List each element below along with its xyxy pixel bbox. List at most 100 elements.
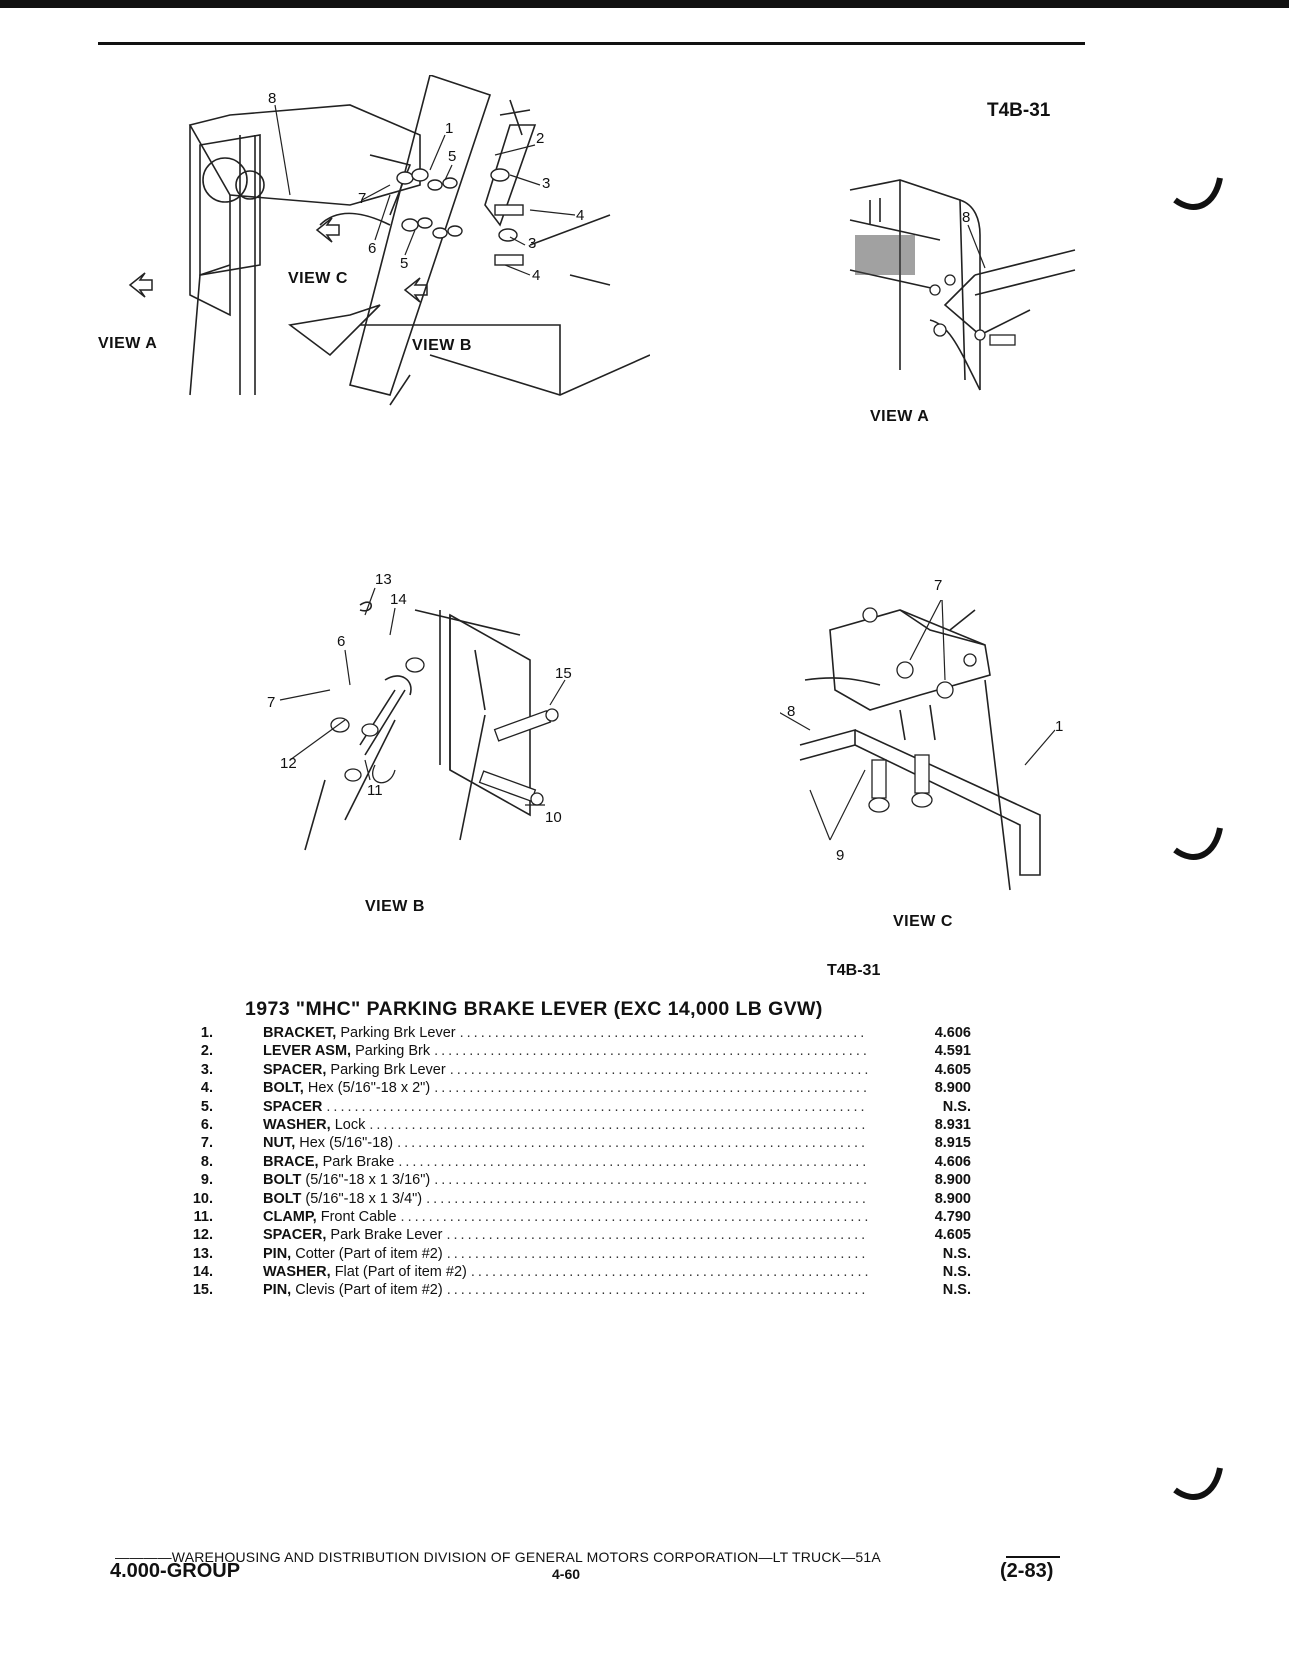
item-number: 1. <box>200 1025 213 1041</box>
leader-dots: ........................................… <box>446 1227 868 1244</box>
page-number: 4-60 <box>552 1566 581 1582</box>
part-name: SPACER <box>263 1098 323 1115</box>
leader-dots: ........................................… <box>400 1208 868 1225</box>
figure-ref-top: T4B-31 <box>987 100 1051 121</box>
item-number: 12. <box>192 1227 213 1244</box>
part-name: BRACE, <box>263 1153 319 1170</box>
item-number: 13. <box>192 1245 213 1262</box>
leader-dots: ........................................… <box>369 1116 868 1133</box>
group-number: 8.900 <box>934 1172 971 1189</box>
callout-2: 2 <box>536 130 544 147</box>
main-illustration: 8 1 2 5 3 4 7 6 3 5 4 <box>128 75 650 406</box>
group-number: 8.900 <box>934 1080 971 1097</box>
part-desc: Flat (Part of item #2) <box>330 1264 467 1281</box>
list-item: 3. SPACER, Parking Brk Lever ............… <box>175 1061 971 1079</box>
view-b-callout-10: 10 <box>545 809 562 826</box>
callout-8: 8 <box>268 90 276 107</box>
group-number: 4.591 <box>934 1043 971 1060</box>
item-number: 14. <box>192 1264 213 1281</box>
list-item: 9.BOLT (5/16"-18 x 1 3/16") ............… <box>175 1171 971 1189</box>
item-number: 4. <box>200 1080 213 1097</box>
list-item: 6.WASHER, Lock .........................… <box>175 1116 971 1134</box>
footer-date: (2-83) <box>1000 1560 1054 1582</box>
view-c-callout-8: 8 <box>787 703 796 720</box>
main-view-c-label: VIEW C <box>288 270 348 288</box>
part-name: SPACER, <box>263 1061 327 1078</box>
footer-rule <box>1006 1556 1060 1558</box>
list-item: 14. WASHER, Flat (Part of item #2) ......… <box>175 1263 971 1281</box>
view-a-callout-8: 8 <box>962 209 970 226</box>
part-desc: Lock <box>330 1116 366 1133</box>
view-b-callout-11: 11 <box>367 782 383 799</box>
part-name: LEVER ASM, <box>263 1043 352 1060</box>
list-item: 10.BOLT (5/16"-18 x 1 3/4") ............… <box>175 1190 971 1208</box>
part-name: BOLT <box>263 1172 302 1189</box>
leader-dots: ........................................… <box>446 1282 868 1299</box>
leader-dots: ........................................… <box>434 1172 868 1189</box>
view-b-callout-14: 14 <box>390 591 407 608</box>
leader-dots: ........................................… <box>426 1190 868 1207</box>
item-number: 8. <box>200 1153 213 1170</box>
main-view-b-label: VIEW B <box>412 337 472 354</box>
part-name: PIN, <box>263 1245 292 1262</box>
item-number: 7. <box>200 1135 213 1152</box>
part-name: PIN, <box>263 1282 292 1299</box>
list-item: 2.LEVER ASM, Parking Brk ...............… <box>175 1042 971 1060</box>
view-b-callout-13: 13 <box>375 571 392 588</box>
callout-1: 1 <box>445 120 453 137</box>
callout-6: 6 <box>368 240 376 257</box>
view-c-label: VIEW C <box>893 913 953 930</box>
view-a-illustration: 8 <box>849 179 1076 391</box>
part-name: BOLT <box>263 1190 302 1207</box>
group-number: N.S. <box>942 1098 971 1115</box>
list-item: 8. BRACE, Park Brake ....................… <box>175 1153 971 1171</box>
view-b-illustration: 13 14 6 15 7 12 11 10 <box>267 571 572 851</box>
view-a-label: VIEW A <box>870 408 930 425</box>
group-number: 4.606 <box>934 1153 971 1170</box>
item-number: 3. <box>200 1061 213 1078</box>
callout-5b: 5 <box>400 255 408 272</box>
part-desc: Park Brake <box>318 1153 395 1170</box>
part-name: BRACKET, <box>263 1025 337 1041</box>
part-name: WASHER, <box>263 1264 331 1281</box>
list-item: 5.SPACER ...............................… <box>175 1098 971 1116</box>
part-desc: Parking Brk Lever <box>336 1025 456 1041</box>
binder-hook-mark <box>1173 1467 1223 1500</box>
group-number: 4.606 <box>934 1025 971 1041</box>
view-c-illustration <box>780 600 1056 891</box>
part-name: WASHER, <box>263 1116 331 1133</box>
view-b-callout-7: 7 <box>267 694 275 711</box>
group-number: 4.605 <box>934 1227 971 1244</box>
callout-7: 7 <box>358 190 366 207</box>
group-number: 4.790 <box>934 1208 971 1225</box>
leader-dots: ........................................… <box>449 1061 868 1078</box>
leader-dots: ........................................… <box>446 1245 868 1262</box>
group-number: N.S. <box>942 1245 971 1262</box>
footer-division: ————WAREHOUSING AND DISTRIBUTION DIVISIO… <box>115 1549 881 1565</box>
group-number: 8.900 <box>934 1190 971 1207</box>
item-number: 15. <box>192 1282 213 1299</box>
callout-4: 4 <box>576 207 584 224</box>
header-rule <box>98 42 1085 45</box>
part-desc: Hex (5/16"-18) <box>295 1135 394 1152</box>
part-name: SPACER, <box>263 1227 327 1244</box>
leader-dots: ........................................… <box>398 1153 868 1170</box>
list-item: 15.PIN, Clevis (Part of item #2) .......… <box>175 1281 971 1299</box>
part-desc: (5/16"-18 x 1 3/4") <box>301 1190 423 1207</box>
list-item: 13. PIN, Cotter (Part of item #2) .......… <box>175 1245 971 1263</box>
leader-dots: ........................................… <box>434 1080 868 1097</box>
item-number: 9. <box>200 1172 213 1189</box>
view-c-callout-9: 9 <box>836 847 845 864</box>
part-desc: Cotter (Part of item #2) <box>291 1245 443 1262</box>
view-b-label: VIEW B <box>365 898 425 915</box>
part-desc: Parking Brk Lever <box>326 1061 446 1078</box>
item-number: 5. <box>200 1098 213 1115</box>
parts-list-title: 1973 "MHC" PARKING BRAKE LEVER (EXC 14,0… <box>245 998 823 1020</box>
callout-3: 3 <box>542 175 550 192</box>
leader-dots: ........................................… <box>459 1025 868 1041</box>
footer-group: 4.000-GROUP <box>110 1560 241 1582</box>
part-desc: Park Brake Lever <box>326 1227 443 1244</box>
group-number: 8.915 <box>934 1135 971 1152</box>
leader-dots: ........................................… <box>470 1264 868 1281</box>
view-c-callout-1: 1 <box>1055 718 1064 735</box>
